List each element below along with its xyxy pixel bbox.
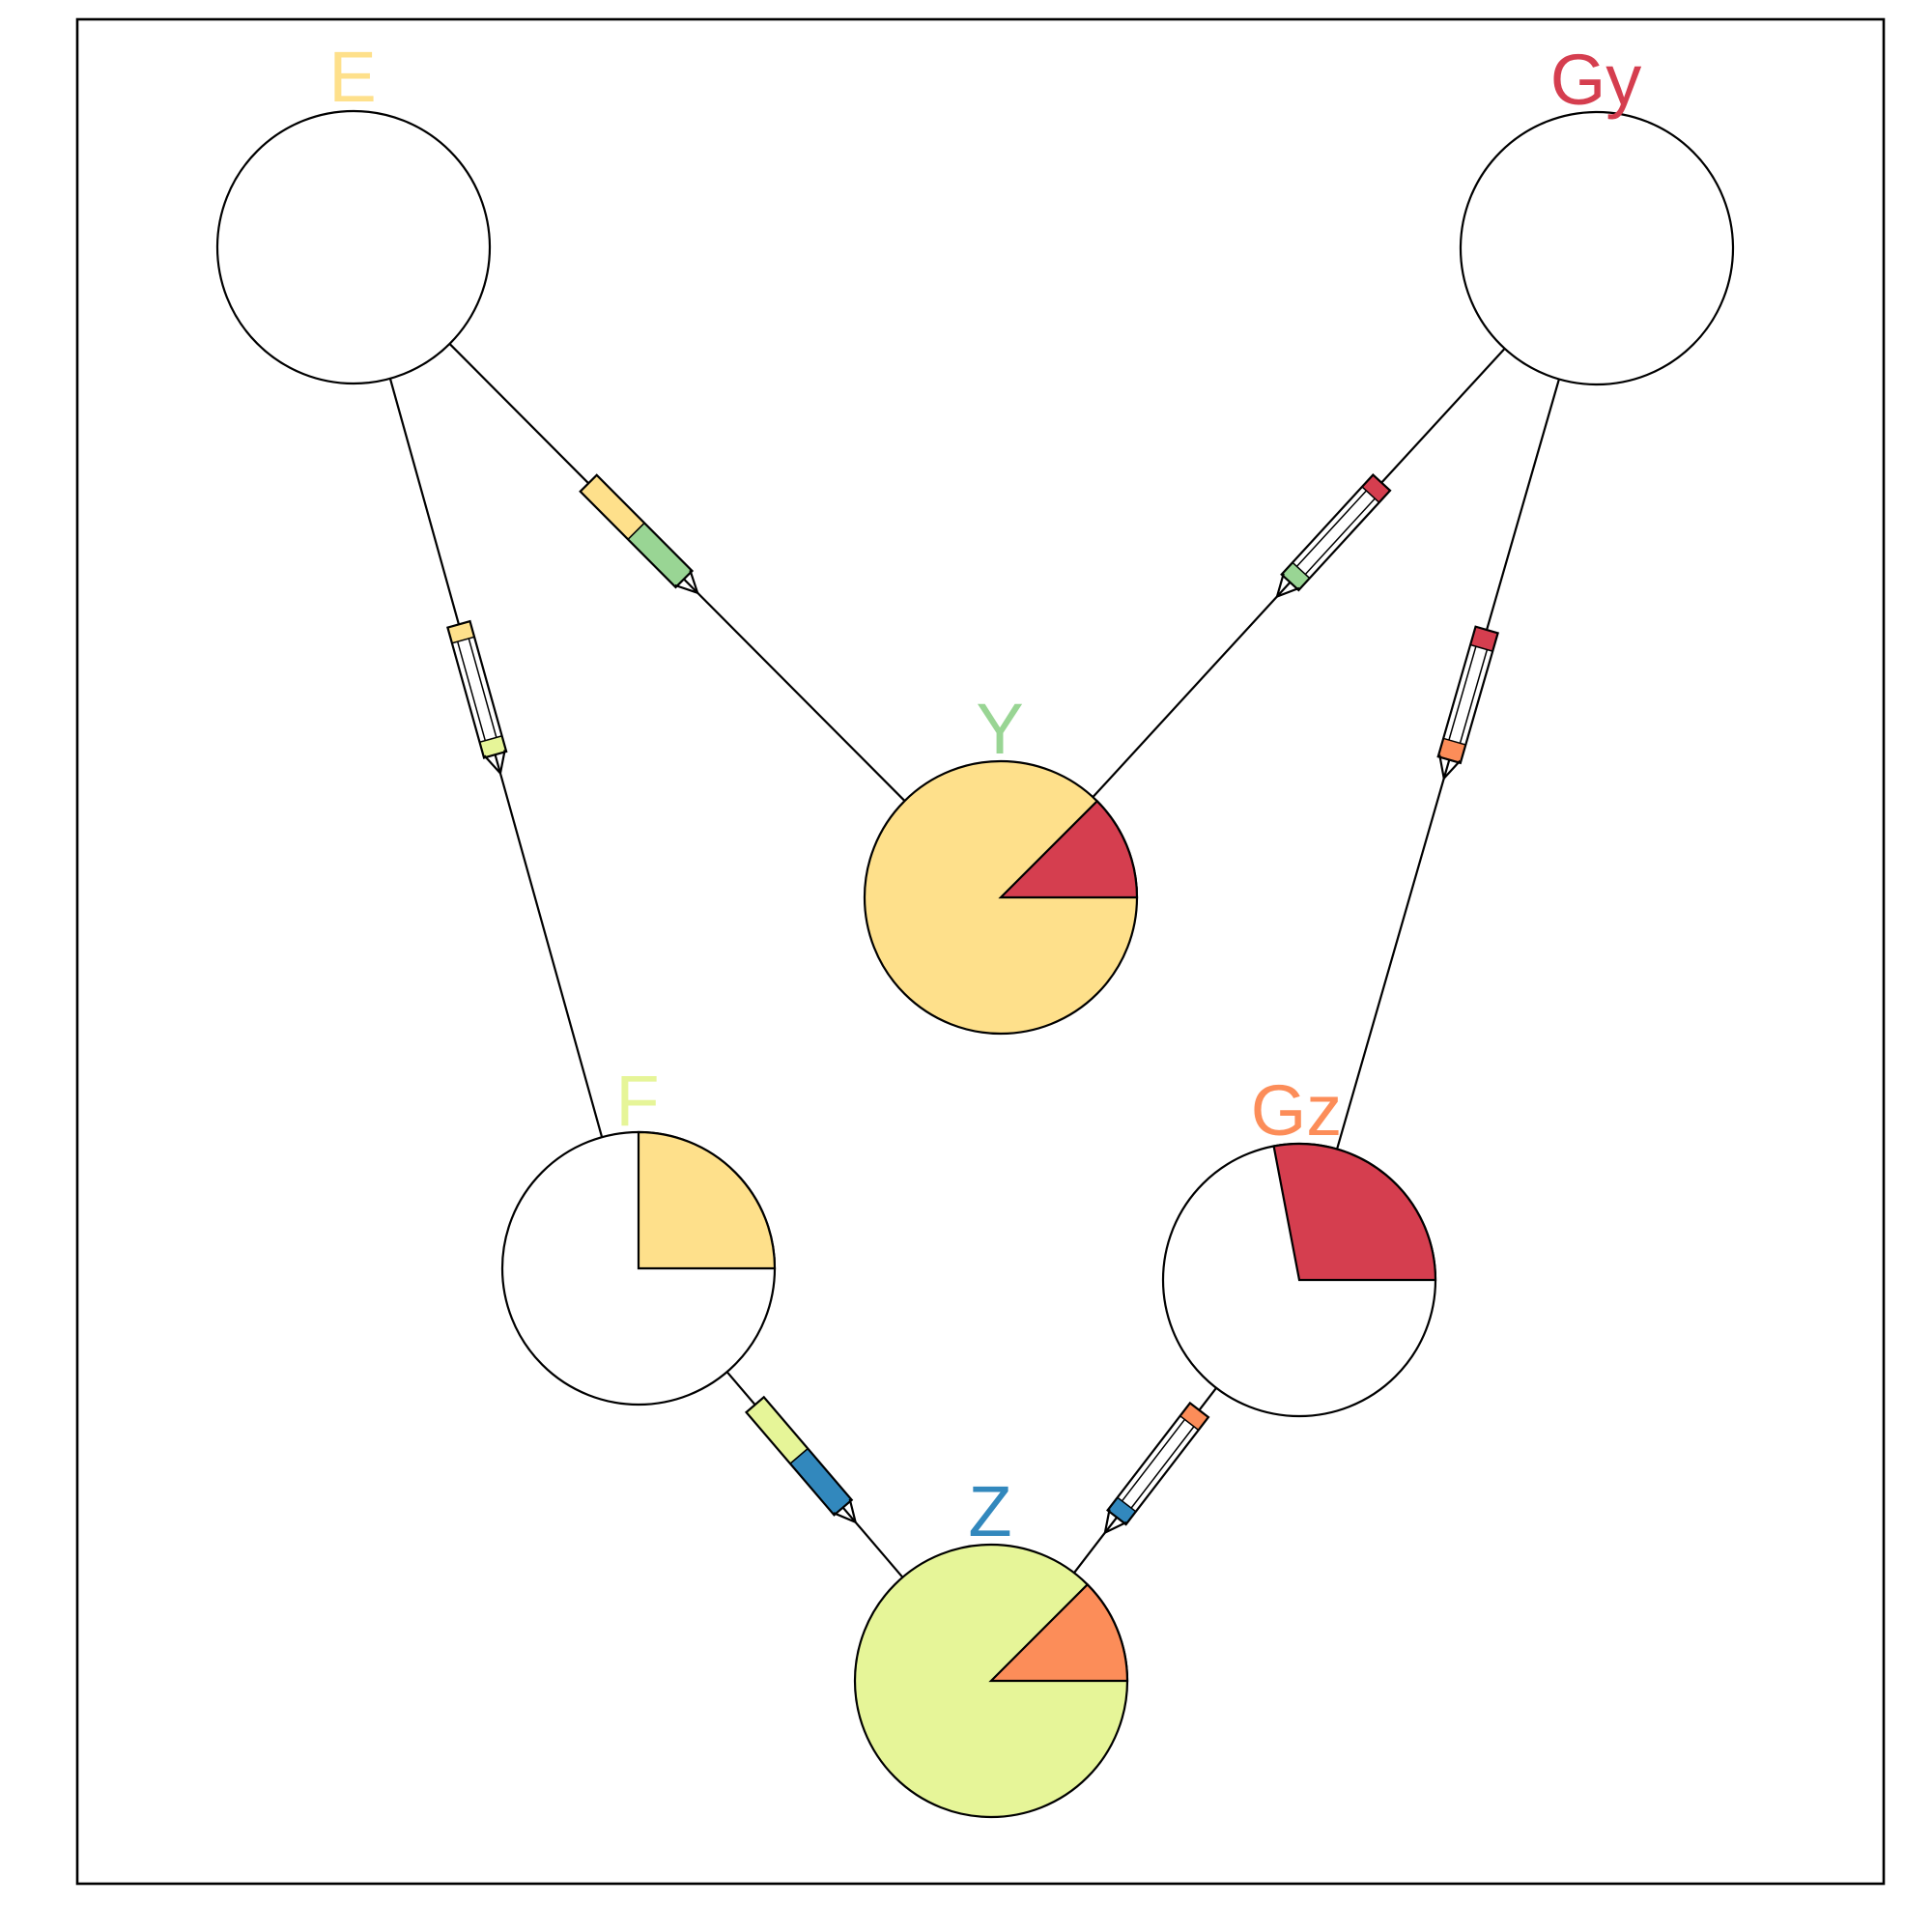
edge-e-y bbox=[448, 343, 906, 802]
edge-gy-gz-line-b bbox=[1336, 759, 1451, 1150]
node-label-gy: Gy bbox=[1550, 40, 1642, 120]
edge-gz-z-bar-outline bbox=[1106, 1401, 1210, 1526]
edge-gy-y-arrowhead bbox=[1275, 573, 1300, 599]
edge-gy-y-bar-rail-a bbox=[1304, 497, 1376, 575]
edge-f-z-bar-source bbox=[745, 1396, 810, 1465]
node-label-f: F bbox=[615, 1061, 659, 1141]
edge-gy-gz-line-a bbox=[1486, 379, 1560, 631]
edge-e-y-arrowhead bbox=[674, 570, 699, 595]
edge-f-z-bar bbox=[744, 1395, 854, 1517]
edge-e-f-line-b bbox=[494, 753, 604, 1138]
node-z bbox=[853, 1543, 1129, 1819]
edge-gy-y bbox=[1092, 348, 1506, 798]
edge-f-z bbox=[725, 1371, 904, 1578]
edge-f-z-bar-target bbox=[788, 1447, 853, 1517]
node-label-gz: Gz bbox=[1251, 1070, 1343, 1151]
edge-e-f bbox=[388, 378, 604, 1138]
edge-gy-gz bbox=[1336, 379, 1560, 1150]
plot-frame bbox=[75, 17, 1886, 1886]
node-slice-f-e bbox=[637, 1130, 777, 1270]
edge-gy-gz-bar-outline bbox=[1436, 625, 1499, 765]
node-gy bbox=[1459, 110, 1735, 386]
edge-f-z-bar-outline bbox=[744, 1395, 854, 1517]
edge-gy-y-bar-outline bbox=[1280, 472, 1392, 592]
edges-layer bbox=[388, 343, 1560, 1578]
node-circle-gy bbox=[1459, 110, 1735, 386]
edge-gy-gz-bar-rail-b bbox=[1448, 645, 1477, 741]
edge-e-y-line-a bbox=[448, 343, 589, 485]
node-label-y: Y bbox=[976, 689, 1023, 769]
edge-gz-z-line-b bbox=[1073, 1517, 1118, 1574]
node-label-e: E bbox=[328, 37, 376, 117]
edge-gz-z bbox=[1073, 1387, 1217, 1574]
node-slice-y-gy bbox=[998, 799, 1139, 899]
node-slice-z-gz bbox=[988, 1582, 1129, 1683]
edge-gy-gz-bar-rail-a bbox=[1459, 649, 1489, 744]
edge-e-y-bar-target bbox=[627, 522, 694, 589]
node-e bbox=[215, 109, 492, 385]
edge-gz-z-line-a bbox=[1198, 1387, 1217, 1411]
labels-layer: E Gy Y F Gz Z bbox=[328, 37, 1641, 1551]
edge-gy-gz-bar bbox=[1436, 625, 1499, 765]
edge-gz-z-bar-rail-a bbox=[1130, 1426, 1195, 1509]
node-y bbox=[863, 759, 1139, 1036]
edge-gz-z-bar-rail-b bbox=[1121, 1418, 1186, 1502]
edge-gy-gz-arrowhead bbox=[1438, 754, 1462, 781]
edge-e-f-bar-rail-a bbox=[468, 638, 497, 738]
edge-gy-y-line-a bbox=[1380, 348, 1506, 484]
edge-f-z-arrowhead bbox=[833, 1498, 858, 1524]
node-slice-gz-gy bbox=[1272, 1142, 1437, 1282]
edge-e-f-bar-rail-b bbox=[456, 640, 487, 741]
node-f bbox=[500, 1130, 777, 1406]
edge-gy-y-bar bbox=[1280, 472, 1392, 592]
edge-f-z-line-b bbox=[841, 1506, 904, 1578]
node-circle-e bbox=[215, 109, 492, 385]
edge-e-y-bar bbox=[579, 473, 695, 589]
edge-gz-z-arrowhead bbox=[1103, 1509, 1127, 1535]
edge-gy-y-line-b bbox=[1092, 582, 1292, 798]
edge-e-f-bar-outline bbox=[446, 619, 508, 759]
node-label-z: Z bbox=[968, 1471, 1011, 1551]
edge-e-y-bar-source bbox=[579, 473, 646, 541]
edge-e-f-line-a bbox=[388, 378, 461, 625]
edge-e-f-arrowhead bbox=[483, 750, 506, 776]
node-gz bbox=[1161, 1142, 1437, 1418]
nodes-layer bbox=[215, 109, 1735, 1819]
edge-f-z-line-a bbox=[725, 1371, 756, 1406]
edge-e-f-bar bbox=[446, 619, 508, 759]
edge-gy-y-bar-rail-b bbox=[1295, 490, 1367, 567]
edge-e-y-bar-outline bbox=[579, 473, 695, 589]
edge-e-y-line-b bbox=[683, 578, 906, 802]
edge-gz-z-bar bbox=[1106, 1401, 1210, 1526]
